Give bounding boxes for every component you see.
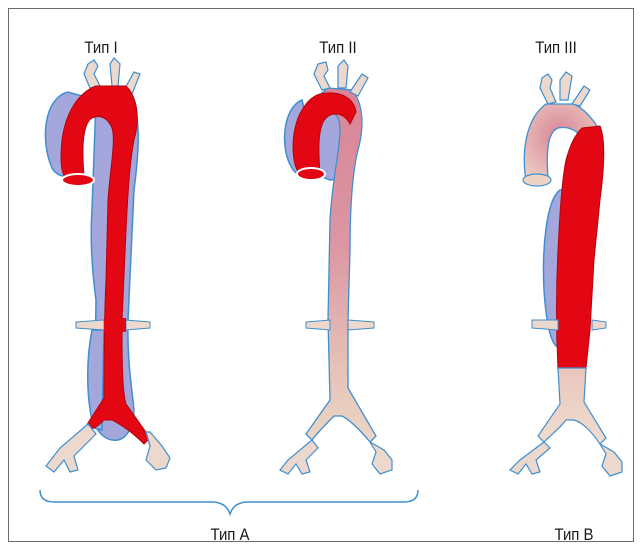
label-type-b: Тип B [554,525,593,545]
type-a-brace [40,490,418,514]
aorta-type-1 [45,58,170,472]
label-type-1: Тип I [84,38,117,58]
label-type-3: Тип III [535,38,577,58]
aorta-type-3 [510,72,622,476]
abdominal-aorta-type-3 [538,368,606,444]
label-type-a: Тип A [210,525,249,545]
aorta-type-2 [280,60,392,474]
true-lumen-type-3 [557,126,604,370]
label-type-2: Тип II [319,38,356,58]
